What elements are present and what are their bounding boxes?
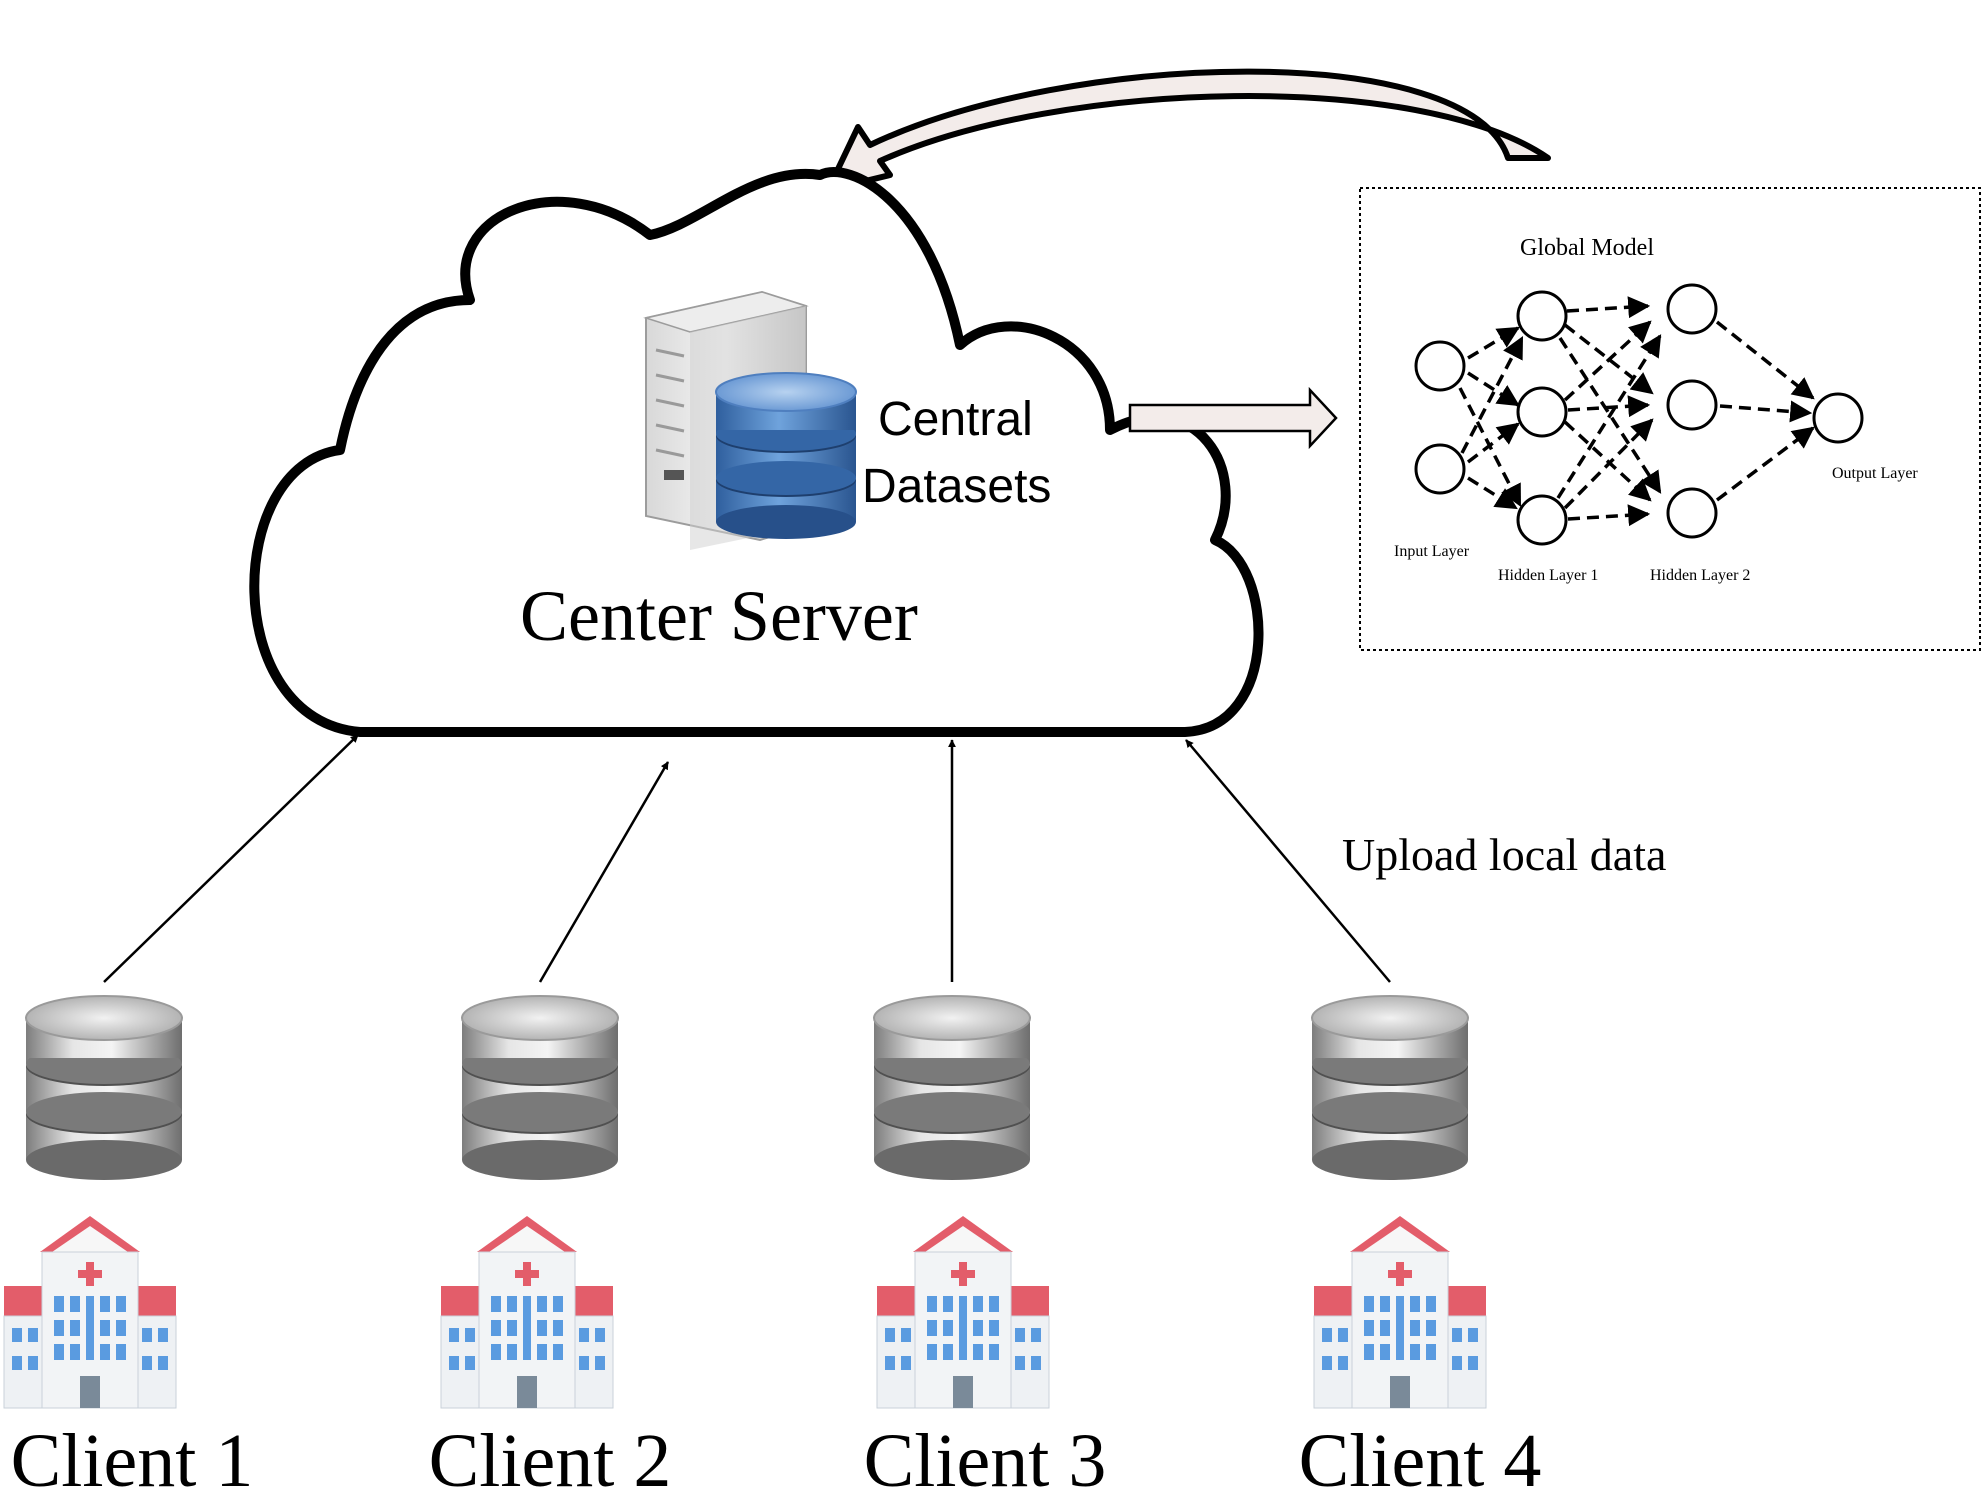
output-node xyxy=(1812,392,1864,444)
client-4-hospital-icon xyxy=(1313,1215,1487,1409)
input-node-1 xyxy=(1414,340,1466,392)
client-2-label: Client 2 xyxy=(429,1419,672,1491)
central-datasets-label-line2: Datasets xyxy=(862,460,1051,513)
upload-arrow-client-1 xyxy=(103,734,359,983)
input-layer-label: Input Layer xyxy=(1394,543,1470,560)
client-3: Client 3 xyxy=(864,995,1107,1491)
client-3-hospital-icon xyxy=(876,1215,1050,1409)
hidden-layer-1-label: Hidden Layer 1 xyxy=(1498,567,1598,584)
client-1-hospital-icon xyxy=(3,1215,177,1409)
upload-arrow-client-2 xyxy=(538,761,670,983)
network-nodes xyxy=(1414,283,1864,546)
client-2-database-icon xyxy=(461,995,619,1181)
hidden-layer-2-label: Hidden Layer 2 xyxy=(1650,567,1750,584)
upload-local-data-label: Upload local data xyxy=(1342,829,1666,880)
central-datasets-label-line1: Central xyxy=(878,393,1033,446)
client-3-database-icon xyxy=(873,995,1031,1181)
hidden2-node-2 xyxy=(1666,379,1718,431)
feedback-arrow xyxy=(825,68,1551,193)
global-model-title: Global Model xyxy=(1520,235,1654,261)
hidden1-node-1 xyxy=(1516,290,1568,342)
central-database-icon xyxy=(715,372,857,539)
client-1-label: Client 1 xyxy=(11,1419,254,1491)
global-model-panel: Global Model xyxy=(1359,187,1981,651)
hidden1-node-3 xyxy=(1516,494,1568,546)
network-edges xyxy=(1458,296,1815,527)
to-model-arrow xyxy=(1128,386,1338,450)
client-2: Client 2 xyxy=(429,995,672,1491)
client-2-hospital-icon xyxy=(440,1215,614,1409)
hidden2-node-1 xyxy=(1666,283,1718,335)
client-1: Client 1 xyxy=(3,995,254,1491)
hidden2-node-3 xyxy=(1666,487,1718,539)
upload-arrow-client-4 xyxy=(1185,739,1391,983)
client-4-database-icon xyxy=(1311,995,1469,1181)
client-3-label: Client 3 xyxy=(864,1419,1107,1491)
output-layer-label: Output Layer xyxy=(1832,465,1918,482)
center-server-title: Center Server xyxy=(520,576,918,656)
client-4-label: Client 4 xyxy=(1299,1419,1542,1491)
input-node-2 xyxy=(1414,443,1466,495)
hidden1-node-2 xyxy=(1516,386,1568,438)
upload-arrows xyxy=(103,734,1391,983)
client-1-database-icon xyxy=(25,995,183,1181)
client-4: Client 4 xyxy=(1299,995,1542,1491)
